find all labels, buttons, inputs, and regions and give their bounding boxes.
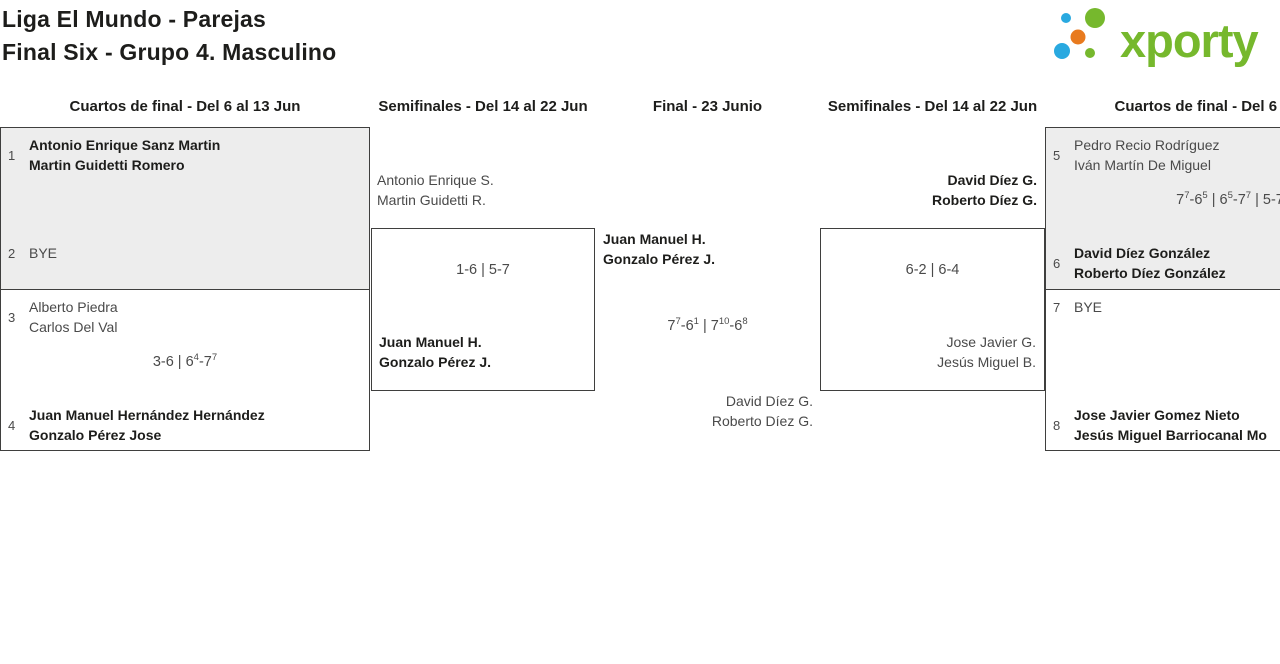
round-header-final: Final - 23 Junio xyxy=(652,98,763,115)
team-name: David Díez González Roberto Díez Gonzále… xyxy=(1074,245,1226,281)
team-name: Juan Manuel H. Gonzalo Pérez J. xyxy=(603,231,716,267)
team-name: BYE xyxy=(1074,299,1103,315)
match-box-sf2: 6-2 | 6-4 Jose Javier G. Jesús Miguel B. xyxy=(820,228,1045,391)
round-header-qf-left: Cuartos de final - Del 6 al 13 Jun xyxy=(69,98,301,115)
match-score: 6-2 | 6-4 xyxy=(905,262,960,278)
team-slot: 5 Pedro Recio Rodríguez Iván Martín De M… xyxy=(1053,136,1280,175)
match-box-qf3: 5 Pedro Recio Rodríguez Iván Martín De M… xyxy=(1045,127,1280,290)
xporty-logo-icon: xporty xyxy=(1054,8,1260,67)
match-score: 3-6 | 64-77 xyxy=(152,352,218,370)
team-name: Juan Manuel Hernández Hernández Gonzalo … xyxy=(29,407,265,443)
team-name: Alberto Piedra Carlos Del Val xyxy=(29,299,118,335)
seed-number: 8 xyxy=(1053,418,1061,433)
match-box-sf1: 1-6 | 5-7 Juan Manuel H. Gonzalo Pérez J… xyxy=(371,228,595,391)
seed-number: 7 xyxy=(1053,300,1061,316)
team-name: Jose Javier Gomez Nieto Jesús Miguel Bar… xyxy=(1074,407,1267,443)
match-box-qf2: 3 Alberto Piedra Carlos Del Val 3-6 | 64… xyxy=(0,289,370,451)
page-title-line1: Liga El Mundo - Parejas xyxy=(2,6,267,32)
team-slot: 6 David Díez González Roberto Díez Gonzá… xyxy=(1053,244,1280,283)
team-slot: 4 Juan Manuel Hernández Hernández Gonzal… xyxy=(8,406,361,445)
xporty-logo-text: xporty xyxy=(1120,14,1259,67)
team-name: David Díez G. Roberto Díez G. xyxy=(931,172,1037,208)
seed-number: 5 xyxy=(1053,148,1061,163)
team-name: Antonio Enrique S. Martin Guidetti R. xyxy=(377,172,494,208)
team-slot: 8 Jose Javier Gomez Nieto Jesús Miguel B… xyxy=(1053,406,1280,445)
page-title: Liga El Mundo - Parejas Final Six - Grup… xyxy=(2,3,336,69)
team-name: Jose Javier G. Jesús Miguel B. xyxy=(937,334,1036,370)
round-header-qf-right: Cuartos de final - Del 6 al 13 Jun xyxy=(1114,98,1280,115)
match-score: 77-61 | 710-68 xyxy=(667,316,748,334)
team-name: Juan Manuel H. Gonzalo Pérez J. xyxy=(379,334,492,370)
team-name: David Díez G. Roberto Díez G. xyxy=(711,393,813,429)
xporty-logo[interactable]: xporty xyxy=(1048,4,1280,68)
match-score: 77-65 | 65-77 | 5-7 xyxy=(1176,190,1280,208)
seed-number: 1 xyxy=(8,148,16,163)
seed-number: 2 xyxy=(8,246,16,262)
seed-number: 4 xyxy=(8,418,16,433)
team-slot: 1 Antonio Enrique Sanz Martin Martin Gui… xyxy=(8,136,361,175)
round-header-sf-left: Semifinales - Del 14 al 22 Jun xyxy=(378,98,588,115)
match-box-qf4: 7 BYE 8 Jose Javier Gomez Nieto Jesús Mi… xyxy=(1045,289,1280,451)
match-box-qf1: 1 Antonio Enrique Sanz Martin Martin Gui… xyxy=(0,127,370,290)
team-slot: 3 Alberto Piedra Carlos Del Val xyxy=(8,298,361,337)
team-name: BYE xyxy=(29,245,58,261)
seed-number: 3 xyxy=(8,310,16,325)
page-title-line2: Final Six - Grupo 4. Masculino xyxy=(2,39,337,65)
round-header-sf-right: Semifinales - Del 14 al 22 Jun xyxy=(827,98,1038,115)
match-score: 1-6 | 5-7 xyxy=(456,262,510,278)
team-slot: 7 BYE xyxy=(1053,298,1280,318)
team-name: Antonio Enrique Sanz Martin Martin Guide… xyxy=(29,137,221,173)
team-slot: 2 BYE xyxy=(8,244,361,264)
seed-number: 6 xyxy=(1053,256,1061,271)
team-name: Pedro Recio Rodríguez Iván Martín De Mig… xyxy=(1074,137,1220,173)
